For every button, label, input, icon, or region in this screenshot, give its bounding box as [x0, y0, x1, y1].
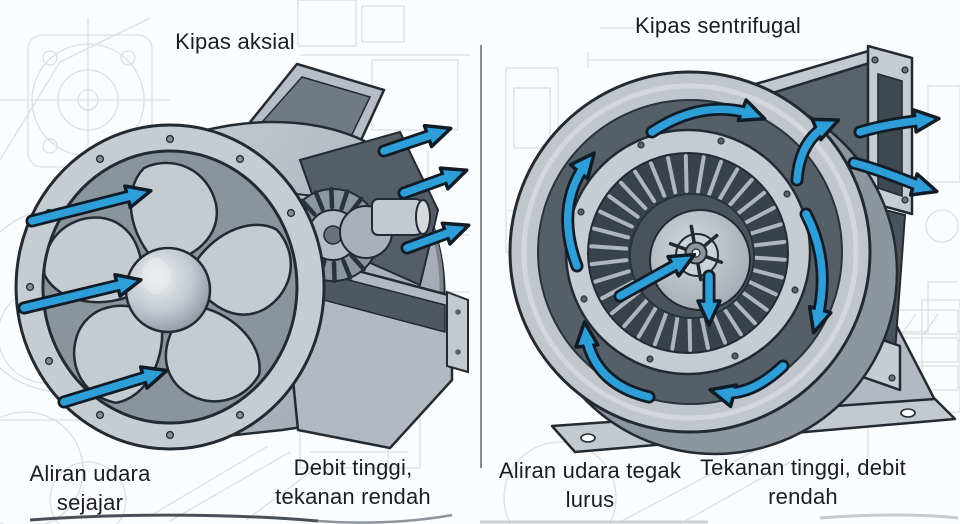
right-panel-title: Kipas sentrifugal: [634, 13, 802, 38]
centrifugal-inflow-label: Aliran udara tegak lurus: [498, 458, 682, 512]
circulation-arrow: [561, 150, 598, 273]
fan-blades: [42, 161, 292, 405]
outlet-arrow: [847, 156, 939, 197]
centrifugal-fan-illustration: [508, 44, 957, 456]
drive-shaft: [371, 198, 423, 236]
outlet-arrow: [397, 165, 469, 200]
axial-performance-label: Debit tinggi, tekanan rendah: [275, 455, 431, 509]
circulation-arrow: [790, 115, 841, 187]
impeller: [564, 128, 812, 376]
circulation-arrow: [574, 320, 656, 404]
circulation-arrow: [645, 98, 767, 139]
inlet-arrow: [57, 365, 169, 409]
axial-inflow-arrow: [696, 269, 722, 327]
impeller-blades: [589, 154, 787, 352]
outlet-arrow: [400, 220, 471, 255]
outlet-arrow: [853, 108, 941, 139]
inlet-arrow: [17, 273, 143, 315]
inlet-arrow: [25, 184, 153, 228]
left-panel-title: Kipas aksial: [175, 29, 295, 54]
circulation-arrow: [799, 207, 833, 335]
centrifugal-performance-label: Tekanan tinggi, debit rendah: [699, 455, 906, 509]
axial-inflow-label: Aliran udara sejajar: [29, 461, 151, 515]
fan-hub: [124, 246, 212, 334]
outlet-arrow: [377, 123, 453, 158]
axial-fan-illustration: [14, 62, 471, 451]
mounting-ring-bolts: [577, 137, 799, 363]
circulation-arrow: [708, 359, 790, 409]
inlet-arrow: [613, 250, 697, 303]
